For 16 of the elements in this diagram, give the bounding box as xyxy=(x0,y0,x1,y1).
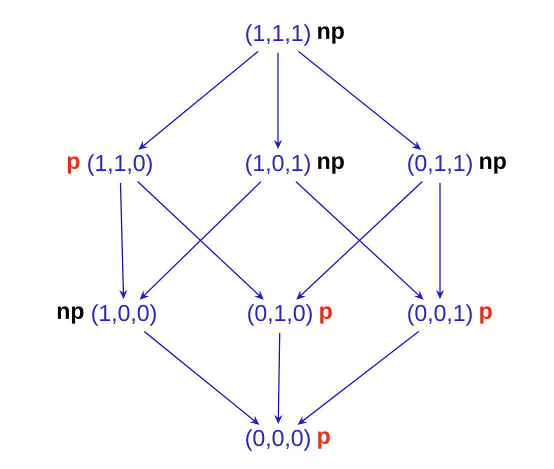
tuple-label: (0,0,0) xyxy=(246,429,310,451)
property-label: np xyxy=(480,156,506,174)
property-label: np xyxy=(318,26,344,44)
property-label: p xyxy=(68,156,80,174)
tuple-label: (0,0,1) xyxy=(408,304,472,326)
tuple-label: (1,1,0) xyxy=(88,154,152,176)
property-label: p xyxy=(320,306,332,324)
tuple-label: (1,1,1) xyxy=(246,24,310,46)
property-label: np xyxy=(318,156,344,174)
property-label: p xyxy=(480,306,492,324)
tuple-label: (1,0,0) xyxy=(92,304,156,326)
tuple-label: (0,1,0) xyxy=(248,304,312,326)
property-label: np xyxy=(58,306,84,324)
tuple-label: (0,1,1) xyxy=(408,154,472,176)
tuple-label: (1,0,1) xyxy=(246,154,310,176)
property-label: p xyxy=(318,431,330,449)
